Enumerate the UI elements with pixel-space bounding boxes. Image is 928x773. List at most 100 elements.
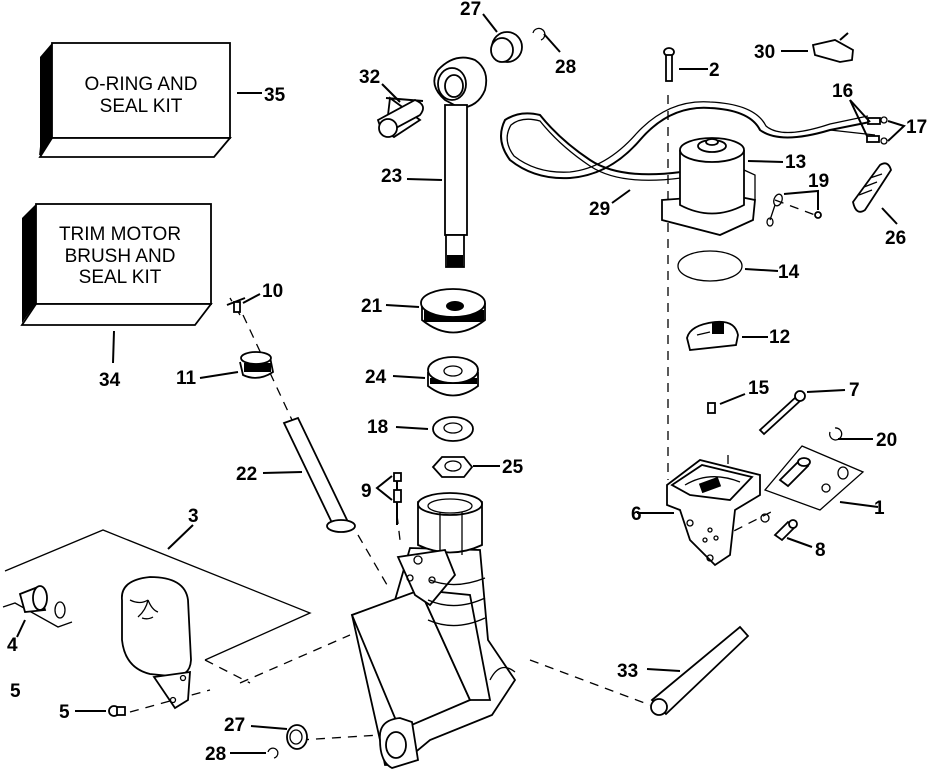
leader-16a bbox=[849, 99, 871, 123]
leader-21 bbox=[385, 304, 420, 308]
bushing-top bbox=[490, 31, 523, 63]
leader-23 bbox=[406, 178, 443, 181]
leader-11 bbox=[199, 371, 239, 379]
valve-9 bbox=[393, 472, 402, 525]
reservoir-tank bbox=[121, 576, 192, 710]
callout-21: 21 bbox=[361, 296, 383, 317]
callout-14: 14 bbox=[778, 262, 800, 283]
callout-15: 15 bbox=[748, 378, 770, 399]
clip-screw-19 bbox=[766, 193, 822, 227]
leader-9 bbox=[375, 475, 393, 501]
callout-4: 4 bbox=[7, 635, 18, 656]
callout-16: 16 bbox=[832, 81, 853, 102]
callout-20: 20 bbox=[876, 430, 897, 451]
callout-27-bottom: 27 bbox=[224, 715, 245, 736]
leader-4 bbox=[16, 619, 26, 638]
leader-7 bbox=[806, 389, 846, 393]
connector-30 bbox=[811, 32, 854, 63]
leader-13 bbox=[747, 160, 784, 163]
plug-11 bbox=[239, 351, 275, 379]
leader-16b bbox=[849, 99, 868, 137]
callout-2: 2 bbox=[709, 60, 720, 81]
leader-22 bbox=[262, 471, 303, 474]
leader-24 bbox=[392, 375, 426, 379]
callout-17: 17 bbox=[906, 117, 927, 138]
screw-2 bbox=[663, 47, 675, 82]
callout-3: 3 bbox=[188, 506, 199, 527]
callout-35: 35 bbox=[264, 85, 286, 106]
callout-30: 30 bbox=[754, 42, 775, 63]
callout-29: 29 bbox=[589, 199, 610, 220]
callout-27-top: 27 bbox=[460, 0, 481, 20]
retaining-ring-top bbox=[532, 27, 546, 41]
callout-23: 23 bbox=[381, 166, 402, 187]
callout-24: 24 bbox=[365, 367, 387, 388]
gasket-plate-1 bbox=[763, 445, 865, 511]
leader-33 bbox=[646, 668, 681, 672]
leader-3 bbox=[167, 524, 194, 550]
callout-1: 1 bbox=[874, 498, 885, 519]
callout-11: 11 bbox=[176, 368, 197, 389]
fitting-4 bbox=[2, 585, 73, 628]
kit-box-oring-seal: O-RING AND SEAL KIT bbox=[38, 42, 232, 158]
callout-5: 5 bbox=[59, 702, 70, 723]
callout-7: 7 bbox=[849, 380, 860, 401]
leader-32 bbox=[381, 83, 401, 103]
callout-5-standalone: 5 bbox=[10, 681, 21, 702]
plug-15 bbox=[707, 402, 716, 414]
leader-34 bbox=[112, 330, 115, 364]
callout-9: 9 bbox=[361, 481, 372, 502]
callout-33: 33 bbox=[617, 661, 638, 682]
bolt-7 bbox=[758, 390, 806, 436]
leader-14 bbox=[744, 268, 779, 272]
trim-cylinder-body bbox=[350, 492, 517, 769]
leader-19 bbox=[783, 189, 819, 210]
leader-8 bbox=[786, 537, 813, 548]
nut-25 bbox=[431, 456, 474, 478]
callout-32: 32 bbox=[359, 67, 380, 88]
screw-5 bbox=[108, 705, 126, 717]
screw-10 bbox=[226, 297, 246, 313]
callout-19: 19 bbox=[808, 171, 829, 192]
tube-22 bbox=[282, 416, 356, 533]
bushing-bottom bbox=[286, 724, 308, 750]
retaining-ring-bottom bbox=[267, 747, 279, 759]
screw-8 bbox=[773, 519, 798, 542]
cylinder-cap-21 bbox=[420, 288, 486, 334]
callout-22: 22 bbox=[236, 464, 257, 485]
kit-34-line-3: SEAL KIT bbox=[79, 267, 162, 288]
piston-rod-23 bbox=[433, 56, 488, 268]
callout-28-top: 28 bbox=[555, 57, 576, 78]
leader-26 bbox=[881, 207, 898, 225]
kit-34-line-2: BRUSH AND bbox=[65, 246, 176, 267]
leader-15 bbox=[719, 393, 746, 405]
kit-box-trim-motor-brush-seal: TRIM MOTOR BRUSH AND SEAL KIT bbox=[20, 203, 213, 326]
callout-26: 26 bbox=[885, 228, 906, 249]
leader-28-top bbox=[543, 33, 561, 53]
callout-28-bottom: 28 bbox=[205, 744, 226, 765]
sleeve-26 bbox=[852, 162, 892, 213]
kit-35-line-1: O-RING AND bbox=[85, 74, 198, 95]
washer-18 bbox=[432, 416, 474, 442]
callout-13: 13 bbox=[785, 152, 806, 173]
callout-10: 10 bbox=[262, 281, 283, 302]
leader-29 bbox=[611, 189, 631, 204]
leader-10 bbox=[242, 293, 261, 304]
callout-8: 8 bbox=[815, 540, 826, 561]
callout-34: 34 bbox=[99, 370, 121, 391]
coupler-12 bbox=[686, 320, 739, 351]
kit-34-line-1: TRIM MOTOR bbox=[59, 224, 181, 245]
leader-27-top bbox=[482, 13, 498, 33]
callout-12: 12 bbox=[769, 327, 790, 348]
callout-25: 25 bbox=[502, 457, 524, 478]
leader-27-bottom bbox=[250, 725, 288, 730]
leader-1 bbox=[839, 501, 879, 508]
callout-6: 6 bbox=[631, 504, 642, 525]
wire-harness-29 bbox=[500, 101, 876, 181]
pump-body-6 bbox=[666, 459, 770, 567]
kit-35-line-2: SEAL KIT bbox=[100, 96, 183, 117]
pin-32 bbox=[376, 96, 424, 139]
leader-18 bbox=[395, 426, 429, 430]
callout-18: 18 bbox=[367, 417, 388, 438]
